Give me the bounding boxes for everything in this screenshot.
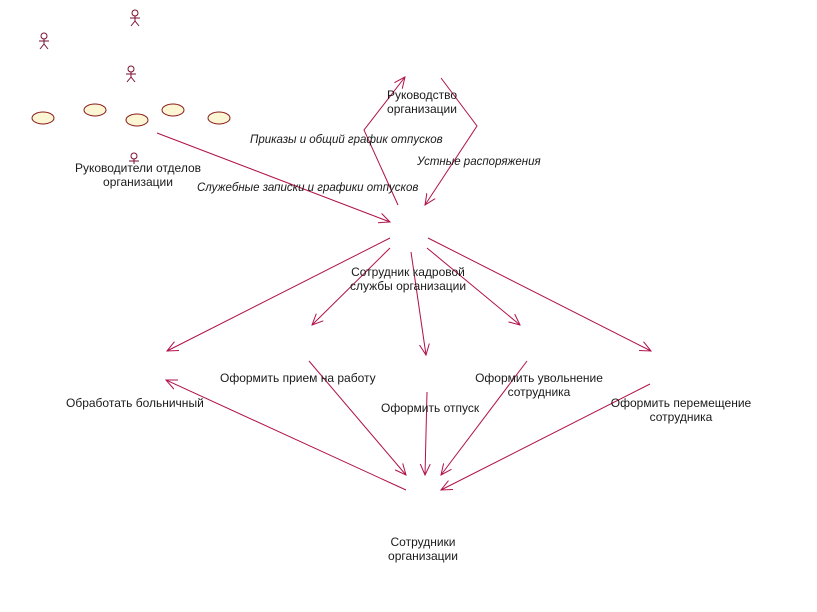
actor-management[interactable]: Руководство организации	[372, 88, 472, 116]
flow-memos-connector[interactable]	[156, 132, 390, 222]
usecase-sick-leave[interactable]: Обработать больничный	[66, 396, 204, 410]
usecase-dismissal[interactable]: Оформить увольнение сотрудника	[469, 371, 609, 399]
actor-hr-officer[interactable]: Сотрудник кадровой службы организации	[343, 265, 473, 293]
actor-hr-officer-line1: Сотрудник кадровой	[351, 265, 465, 279]
actor-department-heads-line2: организации	[103, 175, 173, 189]
flow-orders-connector[interactable]	[363, 77, 405, 206]
transfer-to-employees-connector[interactable]	[441, 383, 651, 490]
hiring-to-employees-connector[interactable]	[308, 360, 406, 475]
usecase-sick-leave-label: Обработать больничный	[66, 396, 204, 410]
usecase-transfer-line2: сотрудника	[649, 410, 713, 424]
usecase-hiring-label: Оформить прием на работу	[220, 371, 376, 385]
usecase-vacation[interactable]: Оформить отпуск	[381, 401, 479, 415]
flow-memos-label: Служебные записки и графики отпусков	[197, 182, 419, 194]
hr-to-sick-leave-connector[interactable]	[167, 237, 391, 351]
toolbox-usecase-icon[interactable]	[125, 113, 149, 127]
usecase-dismissal-line2: сотрудника	[507, 385, 571, 399]
actor-employees-line2: организации	[388, 549, 458, 563]
toolbox-usecase-icon[interactable]	[31, 111, 55, 125]
usecase-hiring[interactable]: Оформить прием на работу	[220, 371, 376, 385]
employees-to-sick-leave-connector[interactable]	[166, 380, 407, 491]
usecase-transfer[interactable]: Оформить перемещение сотрудника	[606, 396, 756, 424]
actor-department-heads[interactable]: Руководители отделов организации	[70, 161, 206, 189]
dismissal-to-employees-connector[interactable]	[441, 360, 528, 475]
flow-verbal-connector[interactable]	[425, 77, 478, 205]
flow-verbal-label: Устные распоряжения	[417, 156, 541, 168]
toolbox-usecase-icon[interactable]	[161, 103, 185, 117]
usecase-dismissal-line1: Оформить увольнение	[475, 371, 603, 385]
hr-to-dismissal-connector[interactable]	[426, 247, 520, 325]
vacation-to-employees-connector[interactable]	[425, 391, 427, 475]
toolbox-actor-icon[interactable]	[39, 32, 49, 50]
toolbox-actor-icon[interactable]	[126, 65, 136, 83]
actor-employees-line1: Сотрудники	[390, 535, 456, 549]
usecase-transfer-line1: Оформить перемещение	[610, 396, 752, 410]
actor-hr-officer-line2: службы организации	[349, 279, 467, 293]
actor-department-heads-line1: Руководители отделов	[74, 161, 202, 175]
actor-management-line1: Руководство	[386, 88, 458, 102]
hr-to-transfer-connector[interactable]	[427, 237, 651, 351]
actor-management-line2: организации	[387, 102, 457, 116]
actor-employees[interactable]: Сотрудники организации	[373, 535, 473, 563]
usecase-vacation-label: Оформить отпуск	[381, 401, 480, 415]
toolbox-usecase-icon[interactable]	[207, 111, 231, 125]
hr-to-hiring-connector[interactable]	[312, 247, 391, 325]
flow-orders-label: Приказы и общий график отпусков	[250, 134, 443, 146]
toolbox-actor-icon[interactable]	[129, 152, 139, 164]
toolbox-usecase-icon[interactable]	[83, 103, 107, 117]
hr-to-vacation-connector[interactable]	[410, 251, 426, 355]
toolbox-actor-icon[interactable]	[130, 9, 140, 27]
